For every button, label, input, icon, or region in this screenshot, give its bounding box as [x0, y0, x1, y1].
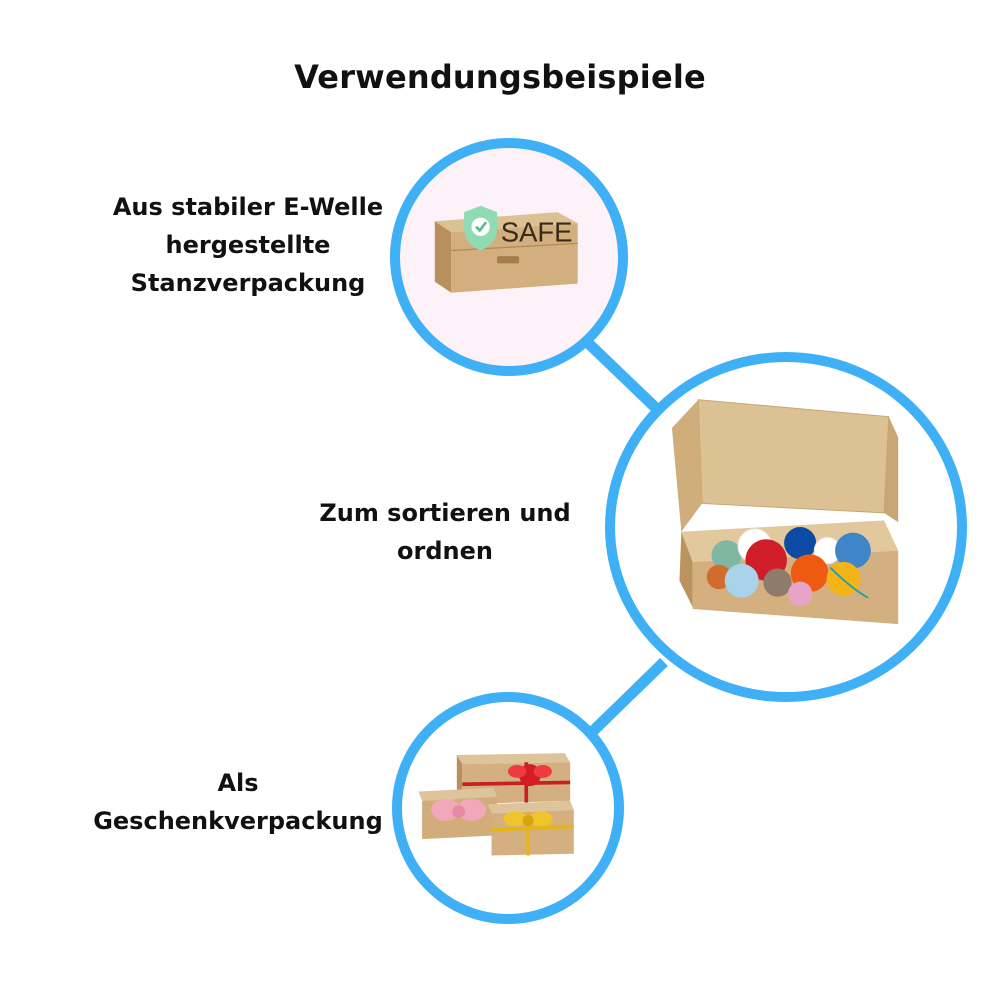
example-circle-gift-boxes [392, 692, 624, 924]
safe-box-image: SAFE [434, 205, 578, 293]
page-title: Verwendungsbeispiele [294, 58, 706, 96]
yarn-box-image [671, 399, 899, 625]
connector-bottom [586, 658, 668, 738]
shield-check-icon [464, 205, 498, 251]
example-circle-safe-box: SAFE [390, 138, 628, 376]
example-label-1: Aus stabiler E-Welle hergestellte Stanzv… [112, 193, 384, 297]
example-label-3: Als Geschenkverpackung [93, 769, 383, 835]
box-safe-text: SAFE [501, 216, 573, 247]
gift-boxes-image [418, 753, 574, 856]
yarn-balls-icon [706, 527, 871, 607]
example-label-2: Zum sortieren und ordnen [319, 499, 571, 565]
gift-bow-icon [431, 764, 553, 827]
example-circle-yarn-box [605, 352, 967, 702]
connector-top [581, 336, 664, 416]
